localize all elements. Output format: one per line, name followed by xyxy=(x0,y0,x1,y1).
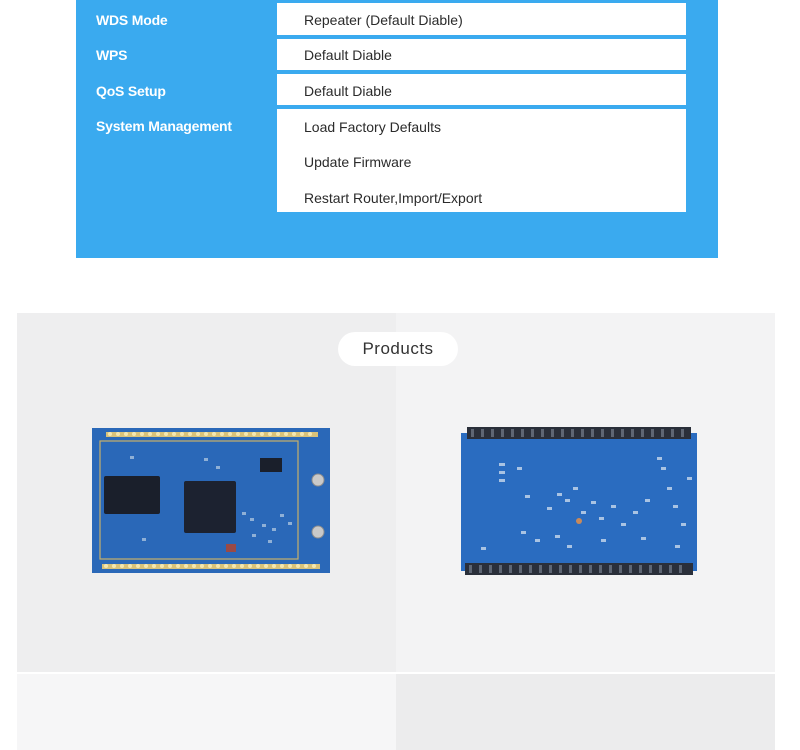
board-front-flash-chip xyxy=(104,476,160,514)
board-back-test-pad xyxy=(576,518,582,524)
board-front-shield-outline xyxy=(99,440,299,560)
board-front-photo xyxy=(92,428,330,573)
product-cell-bottom-right xyxy=(396,674,775,750)
spec-label-wps: WPS xyxy=(96,47,128,63)
board-front-top-pins xyxy=(106,432,318,437)
spec-label-system-management: System Management xyxy=(96,118,232,134)
spec-label-qos-setup: QoS Setup xyxy=(96,83,166,99)
board-front-passives xyxy=(130,456,292,543)
spec-value-box-system-management: Load Factory Defaults Update Firmware Re… xyxy=(277,109,686,212)
products-title-pill: Products xyxy=(338,332,458,366)
board-front-crystal xyxy=(226,544,236,552)
spec-table-panel: WDS Mode Repeater (Default Diable) WPS D… xyxy=(76,0,718,258)
spec-value-box-qos-setup: Default Diable xyxy=(277,74,686,105)
board-front-antenna-connector-1 xyxy=(311,473,325,487)
spec-value-box-wps: Default Diable xyxy=(277,39,686,70)
product-cell-bottom-left xyxy=(17,674,396,750)
spec-value-restart-router: Restart Router,Import/Export xyxy=(304,190,483,206)
board-front-antenna-connector-2 xyxy=(311,525,325,539)
spec-value-load-factory-defaults: Load Factory Defaults xyxy=(304,119,441,135)
spec-value-box-wds-mode: Repeater (Default Diable) xyxy=(277,3,686,35)
board-back-pcb xyxy=(461,433,697,571)
board-front-soc-chip xyxy=(184,481,236,533)
board-back-photo xyxy=(461,427,697,575)
spec-value-wps: Default Diable xyxy=(304,47,392,63)
spec-label-wds-mode: WDS Mode xyxy=(96,12,168,28)
board-front-bottom-pins xyxy=(102,564,320,569)
products-section: Products xyxy=(17,313,775,750)
board-front-small-chip xyxy=(260,458,282,472)
board-back-header-ridges xyxy=(469,429,684,573)
board-back-components xyxy=(481,457,692,550)
board-back-top-header xyxy=(467,427,691,439)
spec-value-wds-mode: Repeater (Default Diable) xyxy=(304,12,463,28)
spec-value-qos-setup: Default Diable xyxy=(304,83,392,99)
spec-value-update-firmware: Update Firmware xyxy=(304,154,412,170)
